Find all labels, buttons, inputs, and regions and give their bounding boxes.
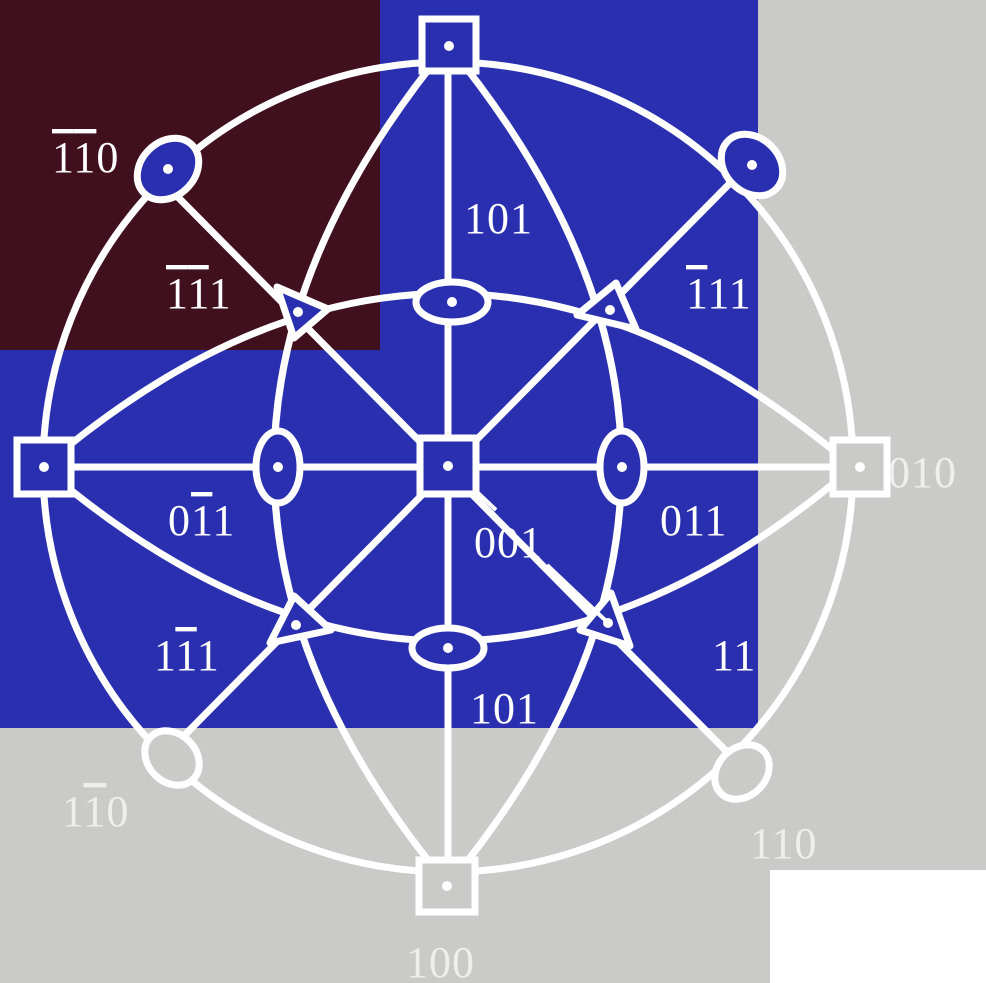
dot-bottom [442,881,452,891]
label-010: 010 [888,448,957,497]
index-digit: 0 [106,787,129,836]
dot-ellipse-um [447,297,457,307]
dot-ellipse-tr [747,160,757,170]
index-digit: 110 [750,819,817,868]
dot-tri-ul [293,307,303,317]
dot-tri-ll [291,620,301,630]
index-digit-barred: 1 [73,133,96,182]
label-01b1: 011 [168,496,235,545]
label-011: 011 [660,496,727,545]
index-digit-barred: 1 [52,133,73,182]
dot-top [444,41,454,51]
dot-ellipse-lowm [443,643,453,653]
index-digit: 101 [464,194,533,243]
index-digit-barred: 1 [686,269,707,318]
index-digit: 001 [474,518,543,567]
dot-ellipse-tl [163,164,173,174]
label-101-bottom: 101 [470,684,539,733]
dot-right [855,462,865,472]
index-digit: 1 [209,269,232,318]
index-digit-barred: 1 [191,496,212,545]
index-digit-barred: 1 [166,269,187,318]
label-101-top: 101 [464,194,533,243]
dot-center [443,461,453,471]
label-001: 001 [474,518,543,567]
index-digit: 11 [712,631,756,680]
index-digit: 0 [168,496,191,545]
label-11b1: 111 [154,631,220,680]
white-patch [770,870,986,983]
index-digit: 11 [707,269,751,318]
dot-left [39,462,49,472]
label-1b11: 111 [686,269,752,318]
dot-tri-ur [605,305,615,315]
dot-ellipse-rm [617,462,627,472]
index-digit: 1 [154,631,175,680]
index-digit: 010 [888,448,957,497]
index-digit: 101 [470,684,539,733]
index-digit-barred: 1 [175,631,196,680]
index-digit-barred: 1 [83,787,106,836]
dot-ellipse-lm [273,462,283,472]
index-digit: 1 [62,787,83,836]
index-digit: 1 [197,631,220,680]
label-100: 100 [406,938,475,983]
label-11-partial: 11 [712,631,756,680]
index-digit: 100 [406,938,475,983]
index-digit: 1 [212,496,235,545]
index-digit: 0 [96,133,119,182]
index-digit-barred: 1 [187,269,208,318]
index-digit: 011 [660,496,727,545]
label-1b1b0: 110 [52,133,119,182]
label-110: 110 [750,819,817,868]
label-1b1b1: 111 [166,269,232,318]
label-11b0: 110 [62,787,129,836]
